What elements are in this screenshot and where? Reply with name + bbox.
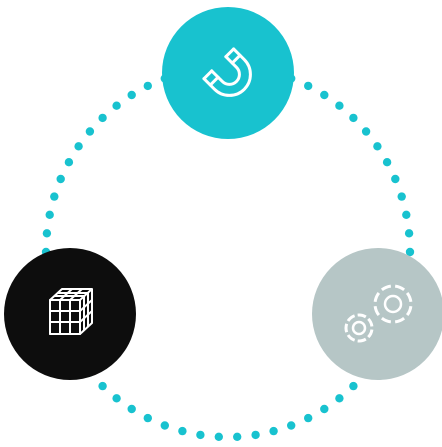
cycle-dot bbox=[269, 426, 278, 436]
cycle-dot bbox=[320, 90, 329, 100]
cycle-dot bbox=[214, 432, 223, 441]
cycle-dot bbox=[98, 113, 107, 123]
cycle-dot bbox=[404, 229, 414, 238]
cycle-dot bbox=[304, 413, 313, 423]
cycle-dot bbox=[251, 430, 260, 440]
cycle-dot bbox=[391, 174, 400, 184]
cycle-dot bbox=[112, 101, 121, 110]
small-gear-icon bbox=[344, 313, 374, 343]
cycle-dot bbox=[349, 113, 358, 123]
cycle-dot bbox=[74, 142, 83, 151]
cycle-dot bbox=[127, 90, 136, 100]
cycle-dot bbox=[402, 210, 411, 219]
cycle-dot bbox=[304, 81, 313, 91]
magnet-icon bbox=[202, 47, 252, 97]
cube-node bbox=[4, 248, 136, 380]
cycle-dot bbox=[127, 404, 136, 414]
cycle-dot bbox=[349, 381, 358, 391]
cycle-dot bbox=[361, 127, 371, 136]
cycle-dot bbox=[405, 247, 415, 257]
cycle-dot bbox=[42, 229, 52, 238]
cycle-dot bbox=[85, 127, 95, 136]
cycle-dot bbox=[373, 142, 382, 151]
large-gear-icon bbox=[373, 284, 413, 324]
cycle-dot bbox=[160, 421, 169, 430]
cycle-dot bbox=[335, 101, 344, 110]
magnet-node bbox=[162, 7, 294, 139]
cycle-dot bbox=[50, 192, 59, 201]
magnet-node-circle bbox=[162, 7, 294, 139]
gears-icon bbox=[344, 284, 413, 343]
cycle-dot bbox=[143, 413, 152, 423]
cycle-dot bbox=[143, 81, 152, 91]
cycle-dot bbox=[56, 174, 65, 184]
cycle-dot bbox=[287, 421, 296, 430]
cycle-dot bbox=[112, 394, 121, 403]
cycle-dot bbox=[233, 432, 242, 441]
cycle-dot bbox=[178, 426, 187, 436]
cycle-dot bbox=[98, 381, 107, 391]
cycle-dot bbox=[335, 394, 344, 403]
gears-node bbox=[312, 248, 442, 380]
cycle-dot bbox=[320, 404, 329, 414]
cycle-dot bbox=[382, 158, 392, 167]
cycle-dot bbox=[397, 192, 406, 201]
cycle-dot bbox=[196, 430, 205, 440]
cycle-dot bbox=[45, 210, 54, 219]
cycle-dot bbox=[64, 158, 74, 167]
cube-icon bbox=[49, 288, 93, 335]
